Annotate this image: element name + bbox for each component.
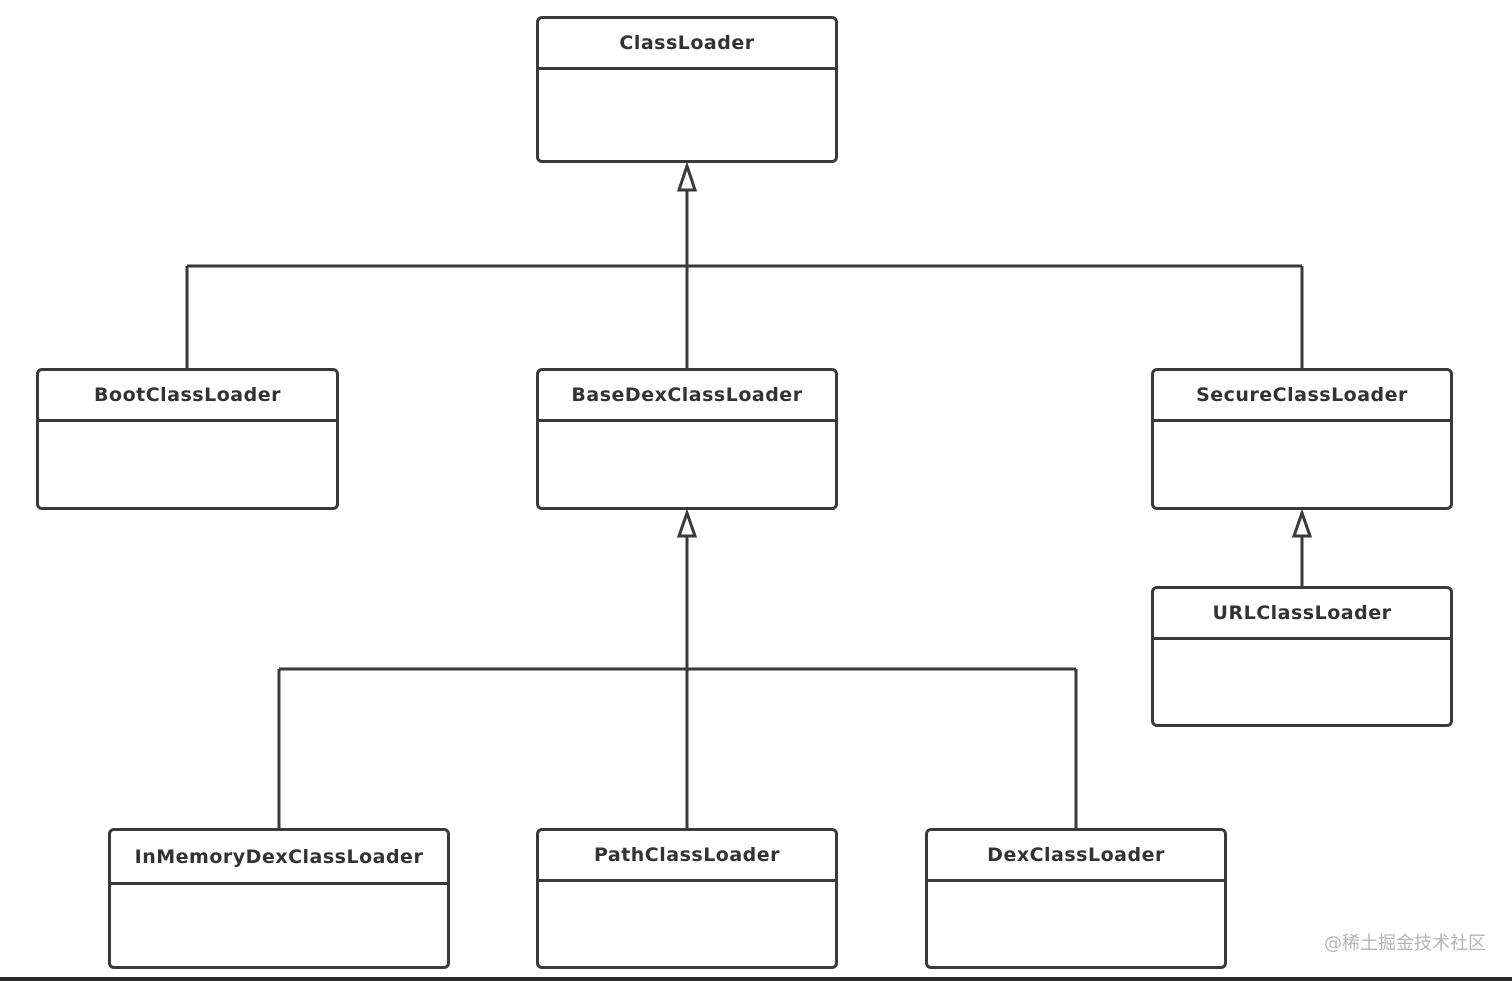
class-name-basedexclassloader: BaseDexClassLoader bbox=[539, 371, 835, 422]
site-watermark: @稀土掘金技术社区 bbox=[1324, 933, 1486, 954]
class-body-inmemorydexclassloader bbox=[111, 885, 447, 966]
generalization-arrow-classloader bbox=[676, 161, 698, 192]
generalization-arrow-secureclassloader bbox=[1291, 508, 1313, 538]
class-name-classloader: ClassLoader bbox=[539, 19, 835, 70]
class-box-dexclassloader: DexClassLoader bbox=[925, 828, 1227, 969]
class-box-classloader: ClassLoader bbox=[536, 16, 838, 163]
class-body-pathclassloader bbox=[539, 882, 835, 966]
class-body-bootclassloader bbox=[39, 422, 336, 507]
class-name-dexclassloader: DexClassLoader bbox=[928, 831, 1224, 882]
bottom-divider bbox=[0, 977, 1512, 981]
class-box-basedexclassloader: BaseDexClassLoader bbox=[536, 368, 838, 510]
class-name-urlclassloader: URLClassLoader bbox=[1154, 589, 1450, 640]
class-body-classloader bbox=[539, 70, 835, 160]
class-body-secureclassloader bbox=[1154, 422, 1450, 507]
class-body-dexclassloader bbox=[928, 882, 1224, 966]
class-box-urlclassloader: URLClassLoader bbox=[1151, 586, 1453, 727]
generalization-arrow-basedexclassloader bbox=[676, 508, 698, 538]
class-name-secureclassloader: SecureClassLoader bbox=[1154, 371, 1450, 422]
class-box-inmemorydexclassloader: InMemoryDexClassLoader bbox=[108, 828, 450, 969]
class-name-bootclassloader: BootClassLoader bbox=[39, 371, 336, 422]
class-box-bootclassloader: BootClassLoader bbox=[36, 368, 339, 510]
class-name-pathclassloader: PathClassLoader bbox=[539, 831, 835, 882]
class-body-urlclassloader bbox=[1154, 640, 1450, 724]
class-body-basedexclassloader bbox=[539, 422, 835, 507]
class-name-inmemorydexclassloader: InMemoryDexClassLoader bbox=[111, 831, 447, 885]
class-box-secureclassloader: SecureClassLoader bbox=[1151, 368, 1453, 510]
class-box-pathclassloader: PathClassLoader bbox=[536, 828, 838, 969]
